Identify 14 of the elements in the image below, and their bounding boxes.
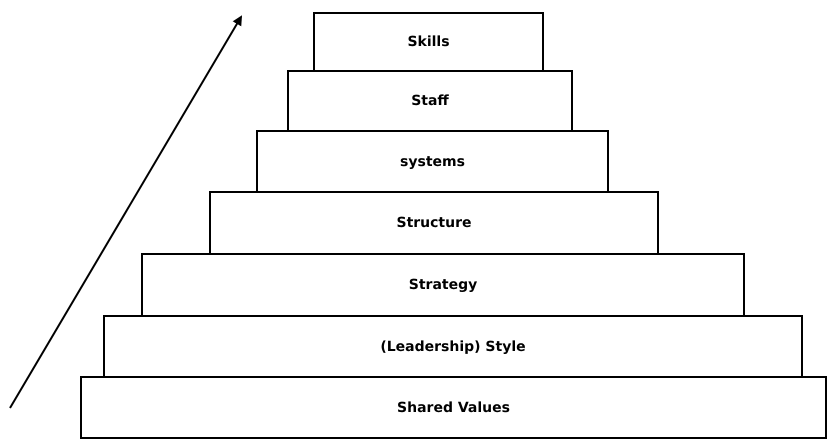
step-label: Staff [411,93,449,109]
pyramid-step [141,253,745,317]
step-label: Structure [396,215,472,231]
pyramid-step [103,315,803,378]
pyramid-step [313,12,544,72]
pyramid-step [80,376,827,439]
step-label: Skills [407,34,450,50]
pyramid-step [287,70,573,132]
step-label: systems [400,154,465,170]
step-label: (Leadership) Style [380,338,526,354]
step-label: Shared Values [397,400,510,416]
step-label: Strategy [408,277,478,293]
pyramid-step [209,191,659,255]
pyramid-step [256,130,609,193]
